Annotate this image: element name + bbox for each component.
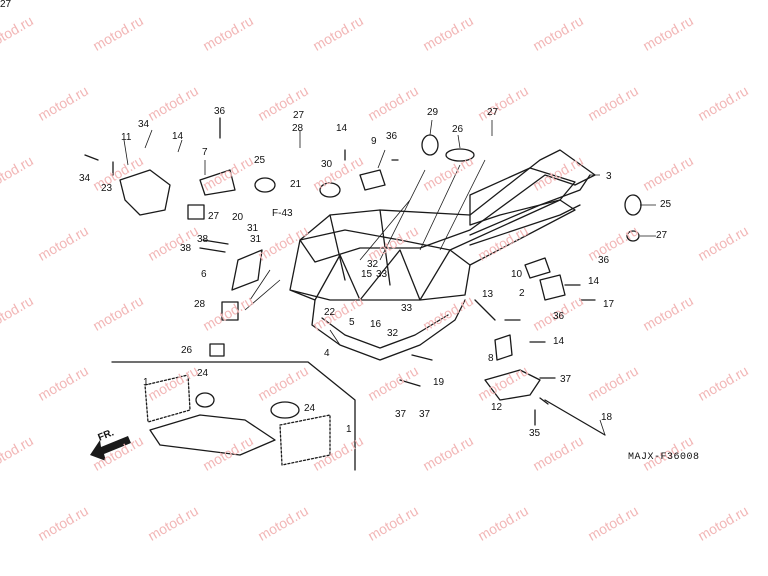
callout-17: 17 bbox=[603, 299, 615, 310]
callout-36: 36 bbox=[386, 131, 398, 142]
callout-20: 20 bbox=[232, 212, 244, 223]
bracket-2 bbox=[539, 274, 566, 301]
callout-31: 31 bbox=[247, 223, 259, 234]
callout-19: 19 bbox=[433, 377, 445, 388]
callout-18: 18 bbox=[601, 412, 613, 423]
long-bolt-18 bbox=[539, 397, 606, 436]
callout-30: 30 bbox=[321, 159, 333, 170]
callout-3: 3 bbox=[606, 171, 612, 182]
front-bracket-assembly bbox=[119, 169, 171, 216]
callout-27: 27 bbox=[487, 107, 499, 118]
callout-27: 27 bbox=[208, 211, 220, 222]
callout-27: 27 bbox=[0, 0, 12, 10]
inset-box bbox=[111, 361, 356, 471]
callout-34: 34 bbox=[79, 173, 91, 184]
bracket-10 bbox=[524, 257, 551, 279]
callout-27: 27 bbox=[656, 230, 668, 241]
frame-rear-section bbox=[469, 174, 591, 246]
part-26-left bbox=[209, 343, 225, 357]
front-arrow bbox=[90, 436, 131, 461]
callout-14: 14 bbox=[553, 336, 565, 347]
callout-5: 5 bbox=[349, 317, 355, 328]
callout-14: 14 bbox=[588, 276, 600, 287]
callout-37: 37 bbox=[560, 374, 572, 385]
clamp-25-right bbox=[624, 194, 642, 216]
callout-1: 1 bbox=[346, 424, 352, 435]
callout-27: 27 bbox=[293, 110, 305, 121]
callout-7: 7 bbox=[202, 147, 208, 158]
callout-28: 28 bbox=[292, 123, 304, 134]
frame-rear-rail-lower bbox=[449, 199, 576, 266]
bolts bbox=[84, 117, 596, 426]
callout-14: 14 bbox=[336, 123, 348, 134]
callout-34: 34 bbox=[138, 119, 150, 130]
callout-35: 35 bbox=[529, 428, 541, 439]
leader-lines bbox=[123, 119, 656, 436]
callout-8: 8 bbox=[488, 353, 494, 364]
callout-9: 9 bbox=[371, 136, 377, 147]
callout-25: 25 bbox=[660, 199, 672, 210]
callout-21: 21 bbox=[290, 179, 302, 190]
callout-23: 23 bbox=[101, 183, 113, 194]
plate-1-right bbox=[279, 414, 331, 466]
clamp-30 bbox=[319, 182, 341, 198]
clamp-25-top bbox=[254, 177, 276, 193]
clamp-24-a bbox=[195, 392, 215, 408]
callout-37: 37 bbox=[419, 409, 431, 420]
callout-33: 33 bbox=[376, 269, 388, 280]
callout-25: 25 bbox=[254, 155, 266, 166]
callout-31: 31 bbox=[250, 234, 262, 245]
engine-hanger-left bbox=[231, 249, 263, 291]
callout-24: 24 bbox=[304, 403, 316, 414]
callout-12: 12 bbox=[491, 402, 503, 413]
bracket-7 bbox=[199, 169, 236, 196]
callout-22: 22 bbox=[324, 307, 336, 318]
callout-38: 38 bbox=[197, 234, 209, 245]
callout-1: 1 bbox=[143, 377, 149, 388]
callout-26: 26 bbox=[181, 345, 193, 356]
frame-lower-cradle-inner bbox=[321, 314, 449, 349]
bracket-8 bbox=[494, 334, 513, 361]
bracket-9 bbox=[359, 169, 386, 191]
callout-36: 36 bbox=[553, 311, 565, 322]
callout-28: 28 bbox=[194, 299, 206, 310]
callout-38: 38 bbox=[180, 243, 192, 254]
callout-37: 37 bbox=[395, 409, 407, 420]
plate-1-left bbox=[144, 374, 191, 423]
callout-16: 16 bbox=[370, 319, 382, 330]
bracket-12 bbox=[484, 369, 541, 401]
callout-24: 24 bbox=[197, 368, 209, 379]
clamp-26 bbox=[445, 148, 475, 162]
clamp-29 bbox=[421, 134, 439, 156]
part-28-left bbox=[221, 301, 239, 321]
callout-32: 32 bbox=[367, 259, 379, 270]
callout-6: 6 bbox=[201, 269, 207, 280]
frame-inset-outline bbox=[149, 414, 276, 456]
clamp-24-b bbox=[270, 401, 300, 419]
callout-29: 29 bbox=[427, 107, 439, 118]
callout-36: 36 bbox=[214, 106, 226, 117]
frame-lower-cradle bbox=[311, 299, 466, 361]
callout-4: 4 bbox=[324, 348, 330, 359]
clamp-27-right bbox=[626, 230, 640, 242]
callout-2: 2 bbox=[519, 288, 525, 299]
callout-14: 14 bbox=[172, 131, 184, 142]
callout-11: 11 bbox=[121, 132, 132, 143]
diagram-code: MAJX-F36008 bbox=[628, 452, 700, 463]
callout-33: 33 bbox=[401, 303, 413, 314]
callout-26: 26 bbox=[452, 124, 464, 135]
callout-32: 32 bbox=[387, 328, 399, 339]
callout-15: 15 bbox=[361, 269, 373, 280]
frame-trellis bbox=[289, 209, 471, 301]
callout-10: 10 bbox=[511, 269, 523, 280]
callout-36: 36 bbox=[598, 255, 610, 266]
callout-13: 13 bbox=[482, 289, 494, 300]
reference-label: F-43 bbox=[272, 208, 293, 219]
part-27-left bbox=[187, 204, 205, 220]
